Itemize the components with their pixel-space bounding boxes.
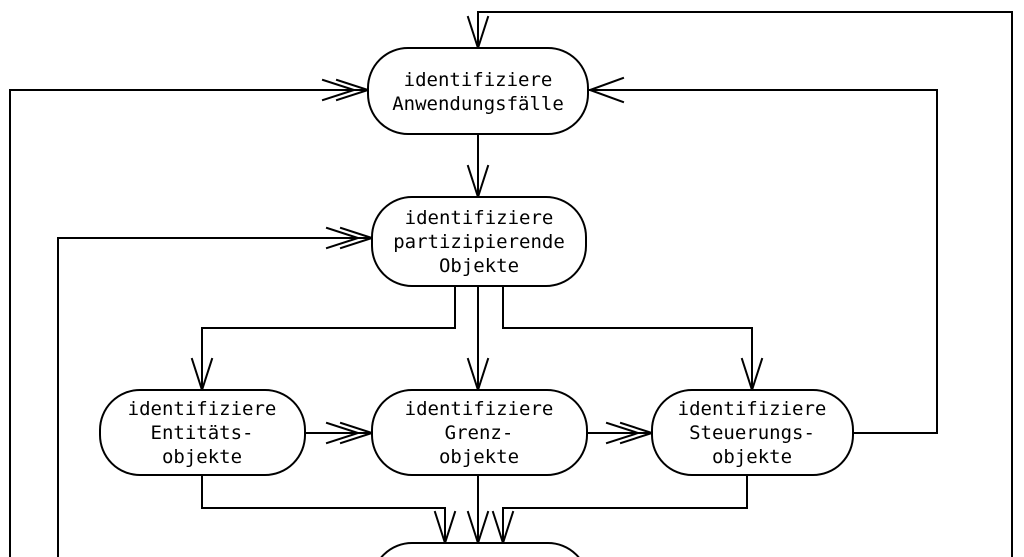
node-partizipierende-label-line2: partizipierende <box>393 231 565 253</box>
node-anwendungsfaelle: identifiziere Anwendungsfälle <box>367 47 589 135</box>
edge-layer <box>9 11 1013 557</box>
node-grenzobjekte-label-line3: objekte <box>439 446 519 468</box>
edge-entitaets-to-bottom <box>201 474 457 547</box>
arrowhead-right-icon <box>321 78 358 102</box>
node-anwendungsfaelle-shape <box>367 47 589 135</box>
edge-entitaets-to-grenz <box>304 421 376 445</box>
edge-grenz-to-steuerungs <box>586 421 656 445</box>
edge-grenz-to-bottom <box>466 474 490 547</box>
node-entitaetsobjekte: identifiziere Entitäts- objekte <box>99 389 306 476</box>
node-entitaetsobjekte-label-line2: Entitäts- <box>151 422 254 444</box>
node-layer: identifiziere Anwendungsfälle identifizi… <box>99 47 854 557</box>
edge-partizipierende-to-grenz <box>466 285 490 394</box>
node-anwendungsfaelle-label-line2: Anwendungsfälle <box>392 93 564 115</box>
node-grenzobjekte-label-line1: identifiziere <box>405 398 554 420</box>
node-steuerungsobjekte-label-line3: objekte <box>712 446 792 468</box>
node-bottom-partial <box>380 542 580 557</box>
edge-bottom-to-anwendungsfaelle-left <box>9 78 372 557</box>
node-grenzobjekte: identifiziere Grenz- objekte <box>371 389 588 476</box>
node-grenzobjekte-shape <box>371 389 588 476</box>
node-steuerungsobjekte-label-line1: identifiziere <box>678 398 827 420</box>
node-steuerungsobjekte-label-line2: Steuerungs- <box>689 422 815 444</box>
arrowhead-left-icon <box>587 76 625 104</box>
node-partizipierende-shape <box>371 196 587 287</box>
node-entitaetsobjekte-label-line1: identifiziere <box>128 398 277 420</box>
node-steuerungsobjekte: identifiziere Steuerungs- objekte <box>651 389 854 476</box>
node-grenzobjekte-label-line2: Grenz- <box>445 422 514 444</box>
edge-steuerungs-to-bottom <box>491 474 748 547</box>
node-anwendungsfaelle-label-line1: identifiziere <box>404 69 553 91</box>
node-partizipierende-label-line3: Objekte <box>439 255 519 277</box>
arrowhead-right-icon <box>325 421 362 445</box>
node-partizipierende: identifiziere partizipierende Objekte <box>371 196 587 287</box>
node-bottom-partial-shape <box>380 542 580 557</box>
node-partizipierende-label-line1: identifiziere <box>405 207 554 229</box>
node-entitaetsobjekte-shape <box>99 389 306 476</box>
arrowhead-right-icon <box>605 421 642 445</box>
edge-steuerungs-to-anwendungsfaelle <box>587 76 938 434</box>
edge-partizipierende-to-steuerungs <box>502 285 764 394</box>
edge-anwendungsfaelle-to-partizipierende <box>466 133 490 201</box>
node-steuerungsobjekte-shape <box>651 389 854 476</box>
edge-partizipierende-to-entitaets <box>190 285 456 394</box>
node-entitaetsobjekte-label-line3: objekte <box>162 446 242 468</box>
arrowhead-right-icon <box>325 226 362 250</box>
